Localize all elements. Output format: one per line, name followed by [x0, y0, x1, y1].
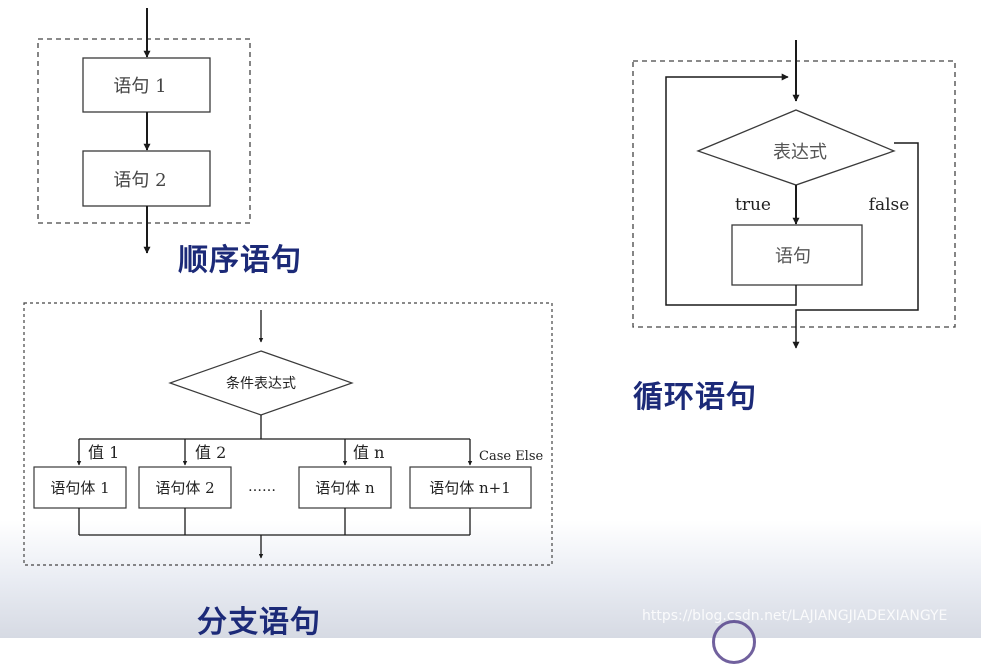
statement-1-label: 语句 1 [113, 76, 166, 97]
case-n-value-label: 值 n [353, 443, 384, 462]
case-ellipsis: …… [248, 479, 276, 495]
branch-condition-label: 条件表达式 [226, 375, 296, 392]
loop-caption: 循环语句 [633, 380, 757, 415]
case-1-value-label: 值 1 [88, 443, 119, 462]
sequence-caption: 顺序语句 [178, 243, 302, 278]
loop-true-label: true [735, 195, 771, 215]
branch-dashed-frame [23, 302, 553, 566]
branch-caption: 分支语句 [197, 605, 321, 640]
loop-back-edge [665, 73, 797, 306]
loop-diagram: 表达式 true 语句 false [632, 40, 956, 349]
loop-false-label: false [869, 195, 910, 215]
loop-body-box [731, 224, 863, 286]
loop-dashed-frame [632, 60, 956, 328]
case-else-body-box [409, 466, 532, 509]
case-n-body-label: 语句体 n [315, 479, 375, 497]
loop-body-label: 语句 [775, 246, 811, 267]
statement-2-box [82, 150, 211, 207]
case-2-body-box [138, 466, 232, 509]
case-2-body-label: 语句体 2 [155, 479, 214, 497]
statement-2-label: 语句 2 [113, 170, 166, 191]
flowchart-diagram: 语句 1 语句 2 表达式 true 语句 false 条件表达式 值 1 值 … [23, 8, 956, 566]
university-seal-icon [712, 620, 756, 664]
watermark-url: https://blog.csdn.net/LAJIANGJIADEXIANGY… [642, 608, 948, 624]
case-else-body-label: 语句体 n+1 [429, 479, 511, 497]
loop-condition-label: 表达式 [773, 142, 827, 163]
branch-diagram: 条件表达式 值 1 值 2 值 n Case Else 语句体 1 语句体 2 … [23, 302, 553, 566]
loop-false-edge [792, 142, 919, 349]
case-2-value-label: 值 2 [195, 443, 226, 462]
sequence-diagram: 语句 1 语句 2 [37, 8, 251, 254]
case-1-body-label: 语句体 1 [50, 479, 109, 497]
case-else-value-label: Case Else [479, 449, 544, 464]
case-1-body-box [33, 466, 127, 509]
